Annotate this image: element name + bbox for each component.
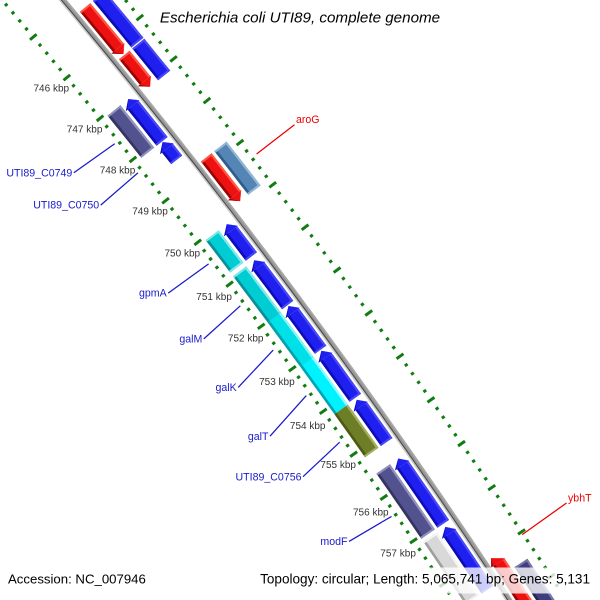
svg-text:ybhT: ybhT [568,493,592,505]
svg-text:746 kbp: 746 kbp [34,84,70,95]
svg-text:galT: galT [248,431,269,443]
svg-text:748 kbp: 748 kbp [100,165,136,176]
svg-text:753 kbp: 753 kbp [259,377,295,388]
svg-text:UTI89_C0756: UTI89_C0756 [236,471,302,483]
svg-text:747 kbp: 747 kbp [67,124,103,135]
svg-text:galM: galM [179,334,202,346]
svg-text:modF: modF [320,536,348,548]
svg-text:756 kbp: 756 kbp [353,507,389,518]
svg-text:gpmA: gpmA [139,288,168,300]
svg-text:749 kbp: 749 kbp [132,207,168,218]
svg-text:UTI89_C0750: UTI89_C0750 [33,200,99,212]
svg-text:Accession: NC_007946: Accession: NC_007946 [8,572,146,587]
svg-text:Topology: circular; Length: 5,: Topology: circular; Length: 5,065,741 bp… [260,572,590,587]
svg-text:755 kbp: 755 kbp [320,460,356,471]
svg-text:750 kbp: 750 kbp [165,248,201,259]
svg-text:757 kbp: 757 kbp [380,549,416,560]
svg-text:751 kbp: 751 kbp [196,292,232,303]
svg-text:Escherichia coli UTI89, comple: Escherichia coli UTI89, complete genome [160,10,440,27]
svg-text:754 kbp: 754 kbp [290,421,326,432]
svg-text:galK: galK [215,382,236,394]
svg-text:aroG: aroG [296,114,320,126]
svg-text:752 kbp: 752 kbp [228,333,264,344]
svg-text:UTI89_C0749: UTI89_C0749 [6,167,72,179]
